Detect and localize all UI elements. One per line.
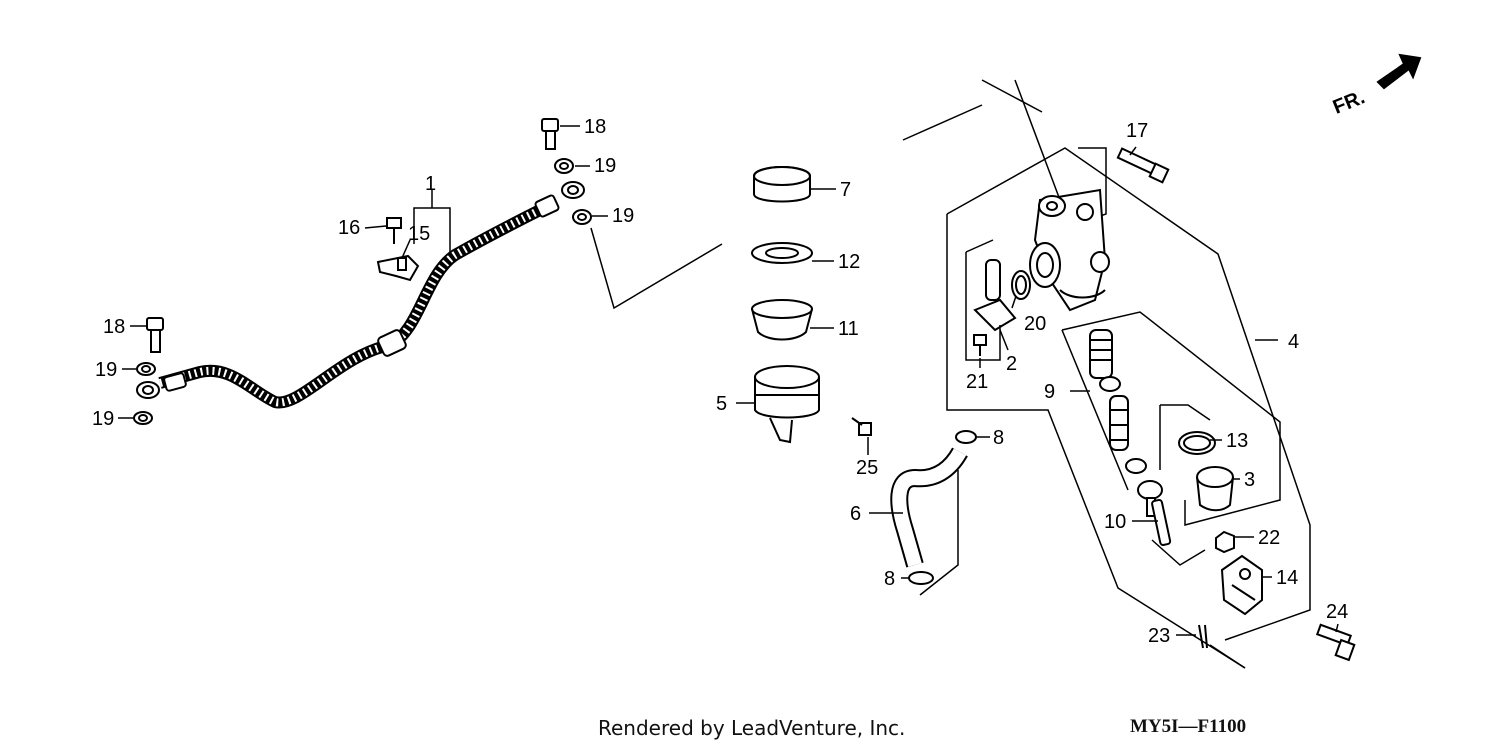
- callout-17: 17: [1126, 120, 1148, 142]
- cotter-pin[interactable]: [1198, 624, 1208, 649]
- callout-14: 14: [1276, 567, 1298, 589]
- reservoir-hose[interactable]: [890, 447, 968, 568]
- piston-set[interactable]: [1089, 329, 1147, 474]
- reservoir-screw[interactable]: [851, 417, 872, 436]
- callout-5: 5: [716, 393, 727, 415]
- callout-7: 7: [840, 179, 851, 201]
- reservoir-plate[interactable]: [751, 242, 813, 264]
- joint-pin[interactable]: [1315, 623, 1356, 662]
- front-marker: FR.: [1330, 86, 1368, 118]
- reservoir-diaphragm[interactable]: [751, 299, 813, 341]
- front-arrow-icon: [1376, 53, 1422, 90]
- callout-23: 23: [1148, 625, 1170, 647]
- callout-19-c: 19: [95, 359, 117, 381]
- circlip[interactable]: [1178, 431, 1216, 455]
- callout-20: 20: [1024, 313, 1046, 335]
- callout-2: 2: [1006, 353, 1017, 375]
- mounting-bolt[interactable]: [1116, 147, 1170, 184]
- boot[interactable]: [1196, 466, 1234, 512]
- callout-10: 10: [1104, 511, 1126, 533]
- lock-nut[interactable]: [1215, 530, 1235, 554]
- reservoir[interactable]: [754, 365, 820, 444]
- reservoir-cap[interactable]: [753, 166, 811, 203]
- hose-joint[interactable]: [973, 259, 1017, 332]
- callout-11: 11: [838, 318, 859, 340]
- callout-21: 21: [966, 371, 988, 393]
- master-cylinder-body[interactable]: [1029, 188, 1110, 312]
- callout-8-upper: 8: [993, 427, 1004, 449]
- callout-15: 15: [408, 223, 430, 245]
- callout-9: 9: [1044, 381, 1055, 403]
- callout-19-d: 19: [92, 408, 114, 430]
- callout-19-a: 19: [594, 155, 616, 177]
- o-ring[interactable]: [1011, 270, 1031, 300]
- callout-24: 24: [1326, 601, 1348, 623]
- callout-18-lower: 18: [103, 316, 125, 338]
- callout-12: 12: [838, 251, 860, 273]
- brake-hose[interactable]: [136, 181, 585, 409]
- callout-22: 22: [1258, 527, 1280, 549]
- callout-4: 4: [1288, 331, 1299, 353]
- hose-clip-upper[interactable]: [955, 430, 977, 444]
- sealing-washer[interactable]: [133, 158, 592, 425]
- footer-credit: Rendered by LeadVenture, Inc.: [598, 716, 906, 740]
- callout-13: 13: [1226, 430, 1248, 452]
- push-rod-joint[interactable]: [1220, 554, 1263, 616]
- callout-3: 3: [1244, 469, 1255, 491]
- callout-1: 1: [425, 173, 436, 195]
- joint-screw[interactable]: [973, 334, 987, 356]
- callout-19-b: 19: [612, 205, 634, 227]
- callout-6: 6: [850, 503, 861, 525]
- banjo-bolt-upper[interactable]: [541, 118, 559, 150]
- callout-8-lower: 8: [884, 568, 895, 590]
- hose-clip-lower[interactable]: [908, 571, 934, 585]
- clamp-bolt[interactable]: [386, 217, 402, 244]
- hose-clamp[interactable]: [376, 254, 420, 282]
- diagram-code: MY5I—F1100: [1130, 716, 1247, 737]
- callout-16: 16: [338, 217, 360, 239]
- push-rod[interactable]: [1137, 480, 1172, 546]
- banjo-bolt-lower[interactable]: [146, 317, 164, 353]
- callout-18-upper: 18: [584, 116, 606, 138]
- callout-25: 25: [856, 457, 878, 479]
